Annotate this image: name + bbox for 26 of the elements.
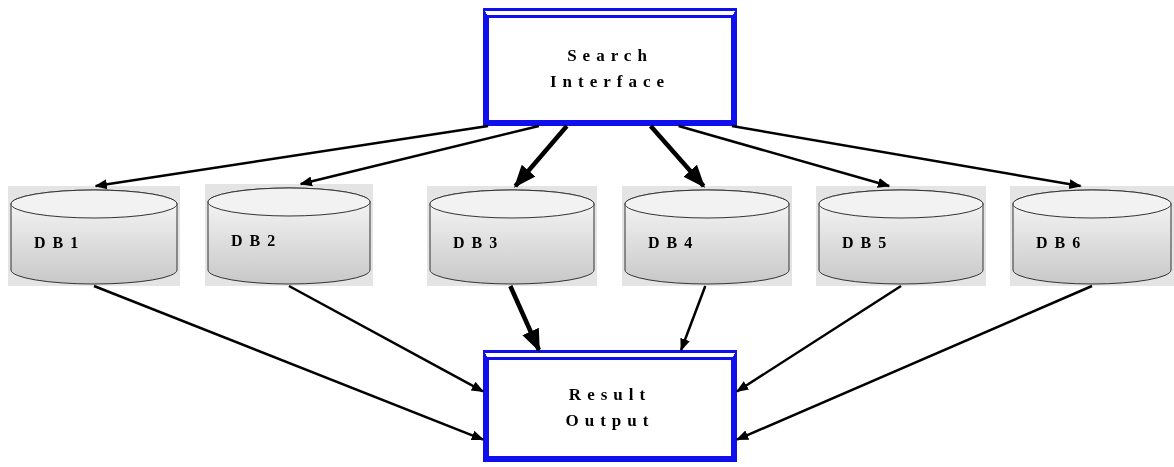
node-label: Search Interface	[548, 45, 672, 93]
node-label: DB3	[453, 233, 505, 253]
arrow	[94, 124, 489, 190]
node-label: DB5	[842, 233, 894, 253]
arrow	[648, 124, 706, 188]
arrow	[508, 285, 541, 353]
database-cylinder	[205, 184, 373, 286]
database-cylinder	[8, 186, 180, 286]
arrow	[678, 124, 891, 188]
arrow	[93, 284, 485, 441]
arrow	[288, 284, 485, 393]
node-label: DB6	[1036, 233, 1088, 253]
node-label: DB1	[34, 233, 86, 253]
arrow	[513, 124, 569, 188]
node-label: DB2	[231, 231, 283, 251]
database-cylinder	[622, 186, 792, 286]
database-cylinder	[427, 186, 597, 286]
process-box	[483, 8, 737, 126]
arrow	[731, 124, 1082, 189]
arrow	[679, 285, 707, 352]
arrow	[299, 124, 540, 187]
database-cylinder	[816, 186, 986, 286]
database-cylinder	[1010, 186, 1174, 286]
node-label: Result Output	[564, 384, 656, 432]
process-box	[483, 350, 737, 462]
node-label: DB4	[648, 233, 700, 253]
